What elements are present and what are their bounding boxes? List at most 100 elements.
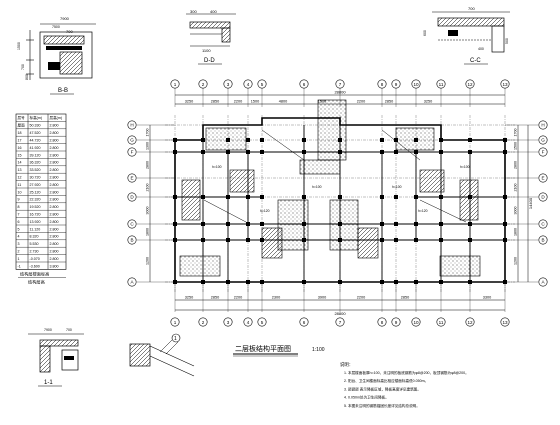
table-cell: 13: [18, 168, 22, 172]
top-axis-label: 3: [227, 82, 230, 87]
right-dim: 3000: [514, 207, 518, 215]
table-cell: 19.520: [30, 205, 41, 209]
left-dim: 3000: [146, 207, 150, 215]
table-cell: 2.800: [50, 168, 59, 172]
right-axis-label: F: [542, 150, 545, 155]
right-dim: 1500: [514, 142, 518, 150]
table-cell: 2.800: [50, 227, 59, 231]
left-dim: 2800: [146, 161, 150, 169]
section-dd: 300 400 1100 D-D: [186, 9, 236, 65]
top-dim: 1500: [251, 100, 259, 104]
aa-label-right: 700: [66, 328, 72, 332]
table-cell: 2.800: [50, 242, 59, 246]
table-cell: 14: [18, 161, 22, 165]
notes-heading: 说明：: [340, 361, 353, 368]
table-cell: 3: [18, 242, 20, 246]
bb-dim-2: 700: [66, 29, 73, 34]
table-cell: 30.720: [30, 176, 41, 180]
slab-note: h=100: [312, 185, 322, 189]
bottom-axis-label: 3: [227, 320, 230, 325]
bottom-axis-label: 11: [439, 320, 444, 325]
table-cell: 41.920: [30, 146, 41, 150]
table-cell: 25.120: [30, 190, 41, 194]
table-cell: 2.730: [30, 250, 39, 254]
right-axis-label: D: [541, 195, 545, 200]
bottom-axis-label: 4: [247, 320, 250, 325]
bottom-axis-label: 6: [303, 320, 306, 325]
dd-dim-1: 300: [190, 9, 197, 14]
table-cell: 4: [18, 235, 20, 239]
note-line: 2. 阳台、卫生间楼面标高比相应楼面标高低0.050m。: [344, 378, 428, 383]
top-dim: 2200: [234, 100, 242, 104]
table-cell: 1: [18, 257, 20, 261]
bb-dim-1: 7900: [60, 16, 70, 21]
note-line: 4. 0.050m处为卫生间降板。: [344, 395, 389, 400]
table-cell: 13.920: [30, 220, 41, 224]
bottom-dim: 2850: [401, 296, 409, 300]
note-line: 5. 本图未注明的钢筋锚固长度详见结构总说明。: [344, 403, 420, 408]
table-cell: 12: [18, 176, 22, 180]
slab-note: h=120: [418, 209, 428, 213]
table-cell: 2.800: [50, 131, 59, 135]
top-dim: 2850: [385, 100, 393, 104]
bb-level-2: 1500: [17, 42, 21, 50]
table-cell: 2.800: [50, 220, 59, 224]
section-11: 7900 700 1-1: [28, 328, 84, 387]
left-dim: 1700: [146, 129, 150, 137]
table-cell: 6: [18, 220, 20, 224]
left-axis-label: C: [130, 222, 134, 227]
note-line: 1. 本层楼面板厚h=100，未注明的板底钢筋为φ8@200，板顶钢筋为φ8@2…: [344, 370, 469, 375]
table-cell: 11.120: [30, 227, 41, 231]
left-axis-label: D: [130, 195, 134, 200]
bottom-axis-label: 13: [502, 320, 508, 325]
bottom-axis-label: 5: [261, 320, 264, 325]
bb-level-3: 700: [21, 64, 25, 70]
right-dim: 1200: [514, 257, 518, 265]
table-cell: -0.070: [30, 257, 40, 261]
table-cell: 2.800: [50, 176, 59, 180]
table-cell: 2.800: [50, 205, 59, 209]
left-axis-label: G: [130, 138, 134, 143]
bottom-dim: 3900: [318, 296, 326, 300]
table-cell: 17: [18, 139, 22, 143]
table-cell: 44.720: [30, 139, 41, 143]
bottom-total-dim: 28800: [334, 311, 346, 316]
cc-dim-2: 600: [423, 30, 427, 36]
bottom-axis-label: 2: [202, 320, 205, 325]
top-dim: 1500: [318, 100, 326, 104]
plan-scale: 1:100: [312, 347, 325, 353]
plan-title: 二层板结构平面图: [235, 344, 291, 353]
table-cell: 2.800: [50, 198, 59, 202]
dd-dim-3: 1100: [202, 48, 211, 53]
table-cell: 7: [18, 213, 20, 217]
left-axis-label: A: [130, 280, 134, 285]
top-dim: 2850: [211, 100, 219, 104]
top-axis-label: 1: [174, 82, 177, 87]
bottom-dim: 3300: [483, 296, 491, 300]
right-axis-label: B: [541, 238, 544, 243]
top-axis-label: 2: [202, 82, 205, 87]
table-cell: 18: [18, 131, 22, 135]
table-cell: 39.120: [30, 153, 41, 157]
bb-title: B-B: [58, 88, 68, 94]
top-dim: 3250: [424, 100, 432, 104]
right-axis-label: A: [541, 280, 545, 285]
section-cc: 700 600 400 500 C-C: [423, 6, 510, 65]
table-cell: 8.320: [30, 235, 39, 239]
top-axis-label: 4: [247, 82, 250, 87]
top-total-dim: 28800: [334, 90, 346, 95]
bottom-axis-label: 12: [467, 320, 473, 325]
table-cell: 10: [18, 190, 22, 194]
right-axis-label: H: [541, 123, 544, 128]
table-cell: 2.800: [50, 190, 59, 194]
section-mark-1: 1: [174, 336, 177, 342]
left-axis-label: H: [130, 123, 133, 128]
bottom-axis-label: 8: [381, 320, 384, 325]
top-axis-label: 6: [303, 82, 306, 87]
bottom-axis-label: 7: [339, 320, 342, 325]
slab-note: h=100: [392, 185, 402, 189]
bottom-axis-label: 1: [174, 320, 177, 325]
table-cell: 8: [18, 205, 20, 209]
